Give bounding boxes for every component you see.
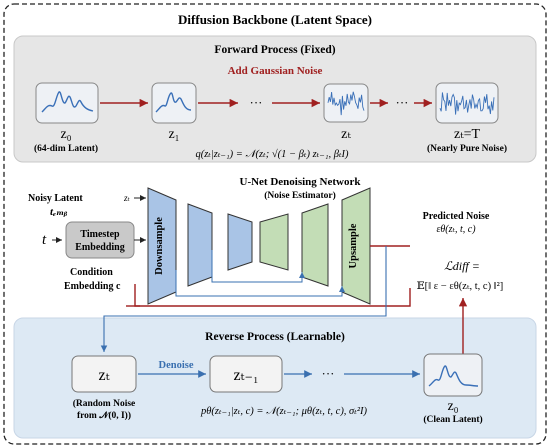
zt-noise-wave: [327, 91, 365, 116]
loss-line2: 𝔼[‖ ε − εθ(zₜ, t, c) ‖²]: [417, 281, 504, 292]
upsample-block: [341, 187, 371, 305]
reverse-z0-label: z₀: [447, 399, 458, 414]
predicted-noise-label: Predicted Noise: [423, 211, 490, 222]
reverse-zt-box: [71, 355, 137, 393]
zT-label: zₜ=T: [454, 127, 481, 142]
reverse-zt-caption1: (Random Noise: [73, 398, 136, 409]
decoder-block-1: [259, 213, 289, 271]
zt-label: zₜ: [341, 127, 351, 142]
condition-line1: Condition: [70, 267, 113, 278]
main-title: Diffusion Backbone (Latent Space): [178, 12, 372, 27]
timestep-line2: Embedding: [75, 242, 124, 253]
reverse-zt-caption2: from 𝒩(0, I)): [77, 410, 131, 421]
forward-ellipsis-2: ···: [396, 95, 409, 110]
feedback-arrow: [100, 246, 387, 352]
denoise-label: Denoise: [159, 360, 194, 371]
encoder-block-3: [227, 213, 253, 271]
downsample-label: Downsample: [154, 217, 165, 275]
loss-line1: ℒdiff =: [444, 259, 480, 273]
z0-signal-box: [35, 82, 99, 124]
decoder-block-2: [301, 203, 329, 287]
condition-line2: Embedding c: [64, 281, 121, 292]
reverse-zt1-label: zₜ₋₁: [233, 367, 258, 384]
zT-noise-wave: [439, 92, 495, 115]
noise-label: Add Gaussian Noise: [228, 65, 323, 77]
forward-title: Forward Process (Fixed): [214, 44, 335, 56]
forward-formula: q(zₜ|zₜ₋₁) = 𝒩(zₜ; √(1 − βₜ) zₜ₋₁, βₜI): [195, 148, 349, 160]
zt-input-label: zₜ: [123, 193, 131, 203]
zT-caption: (Nearly Pure Noise): [427, 143, 507, 154]
temb-label: tₑₘᵦ: [50, 206, 67, 218]
forward-ellipsis-1: ···: [250, 95, 263, 110]
reverse-title: Reverse Process (Learnable): [205, 331, 345, 343]
forward-panel: [13, 35, 537, 163]
reverse-zt-label: zₜ: [98, 367, 109, 384]
upsample-label: Upsample: [348, 223, 359, 268]
z0-signal-wave: [41, 91, 94, 113]
noisy-latent-label: Noisy Latent: [28, 193, 83, 204]
skip-connection-outer: [175, 270, 345, 297]
outer-frame: [3, 3, 547, 445]
eps-pred-label: εθ(zₜ, t, c): [436, 224, 476, 235]
z1-label: z₁: [168, 127, 179, 142]
unet-subtitle: (Noise Estimator): [264, 190, 336, 201]
timestep-line1: Timestep: [80, 229, 120, 240]
z1-signal-box: [151, 82, 197, 124]
reverse-z0-caption: (Clean Latent): [423, 414, 482, 425]
condition-path: [134, 284, 411, 307]
reverse-formula: pθ(zₜ₋₁|zₜ, c) = 𝒩(zₜ₋₁; μθ(zₜ, t, c), σ…: [200, 406, 367, 417]
reverse-z0-wave: [428, 365, 479, 387]
z0-caption: (64-dim Latent): [34, 143, 98, 154]
reverse-zt1-box: [209, 355, 283, 393]
t-label: t: [42, 232, 47, 248]
z0-label: z₀: [60, 127, 71, 142]
unet-title: U-Net Denoising Network: [240, 176, 362, 188]
skip-connection-inner: [211, 250, 305, 283]
reverse-ellipsis: ···: [322, 366, 335, 381]
z1-signal-wave: [155, 92, 192, 113]
encoder-block-2: [187, 203, 213, 287]
